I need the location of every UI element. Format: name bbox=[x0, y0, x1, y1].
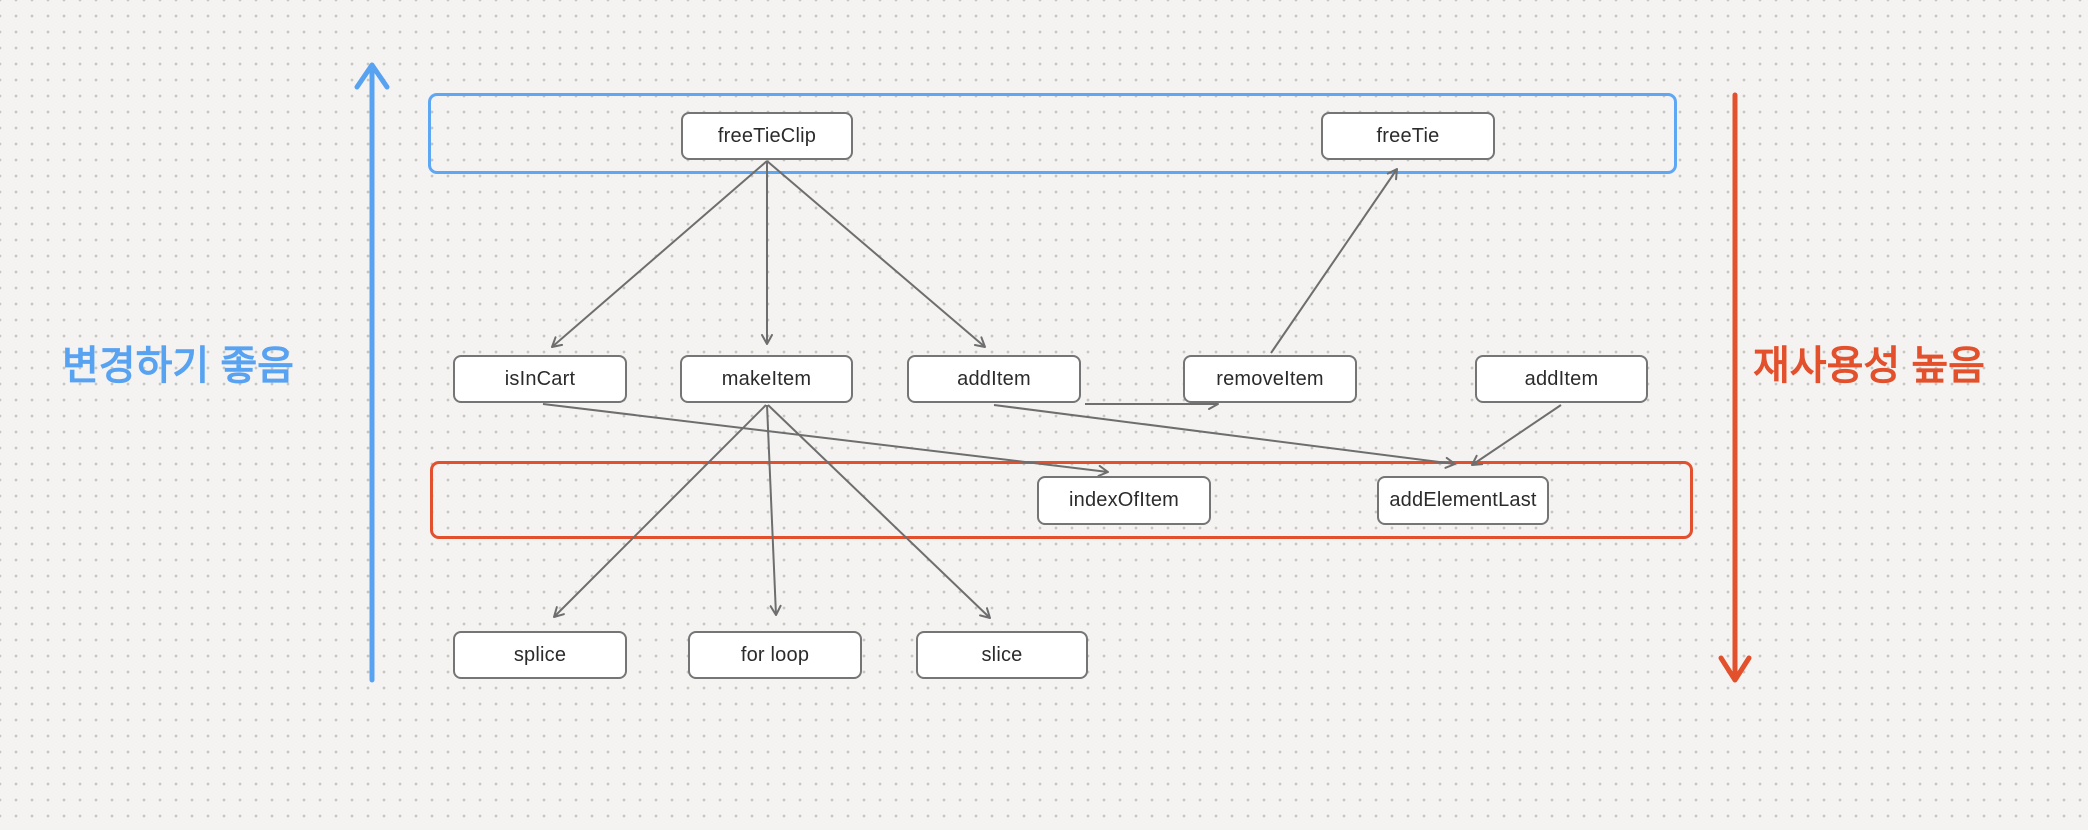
node-label: freeTieClip bbox=[717, 124, 817, 147]
left-axis-label: 변경하기 좋음 bbox=[62, 344, 294, 388]
axis-arrow-down[interactable] bbox=[1718, 92, 1752, 683]
node-label: addItem bbox=[957, 367, 1031, 390]
node-splice[interactable]: splice bbox=[453, 631, 627, 679]
edge-removeItem-freeTie bbox=[1270, 168, 1398, 354]
node-makeItem[interactable]: makeItem bbox=[680, 355, 853, 403]
blue-group-frame[interactable] bbox=[428, 93, 1677, 174]
red-group-frame[interactable] bbox=[430, 461, 1693, 539]
edge-makeItem-splice bbox=[553, 404, 767, 618]
node-label: indexOfItem bbox=[1068, 489, 1180, 511]
edge-isInCart-indexOfItem bbox=[542, 403, 1109, 477]
node-label: slice bbox=[981, 643, 1023, 666]
node-freeTie[interactable]: freeTie bbox=[1321, 112, 1495, 160]
node-slice[interactable]: slice bbox=[916, 631, 1088, 679]
node-label: splice bbox=[513, 643, 567, 666]
edge-freeTieClip-addItem bbox=[766, 160, 986, 348]
right-axis-label: 재사용성 높음 bbox=[1753, 344, 1985, 388]
node-isInCart[interactable]: isInCart bbox=[453, 355, 627, 403]
node-label: removeItem bbox=[1216, 367, 1324, 390]
node-label: isInCart bbox=[504, 367, 576, 390]
node-label: makeItem bbox=[721, 367, 812, 390]
node-forLoop[interactable]: for loop bbox=[688, 631, 862, 679]
edge-addItem-addElementLast bbox=[993, 404, 1456, 469]
node-addItem-2[interactable]: addItem bbox=[1475, 355, 1648, 403]
node-indexOfItem[interactable]: indexOfItem bbox=[1037, 476, 1211, 525]
node-addItem[interactable]: addItem bbox=[907, 355, 1081, 403]
node-label: freeTie bbox=[1376, 124, 1440, 147]
node-label: addItem bbox=[1524, 367, 1599, 390]
edge-makeItem-forLoop bbox=[766, 404, 782, 616]
node-addElementLast[interactable]: addElementLast bbox=[1377, 476, 1549, 525]
node-removeItem[interactable]: removeItem bbox=[1183, 355, 1357, 403]
node-label: for loop bbox=[740, 643, 810, 666]
edge-freeTieClip-isInCart bbox=[551, 160, 768, 348]
node-freeTieClip[interactable]: freeTieClip bbox=[681, 112, 853, 160]
edge-addItem2-addElementLast bbox=[1471, 404, 1562, 466]
edge-makeItem-slice bbox=[767, 404, 991, 619]
node-label: addElementLast bbox=[1389, 489, 1537, 511]
axis-arrow-up[interactable] bbox=[354, 62, 390, 683]
